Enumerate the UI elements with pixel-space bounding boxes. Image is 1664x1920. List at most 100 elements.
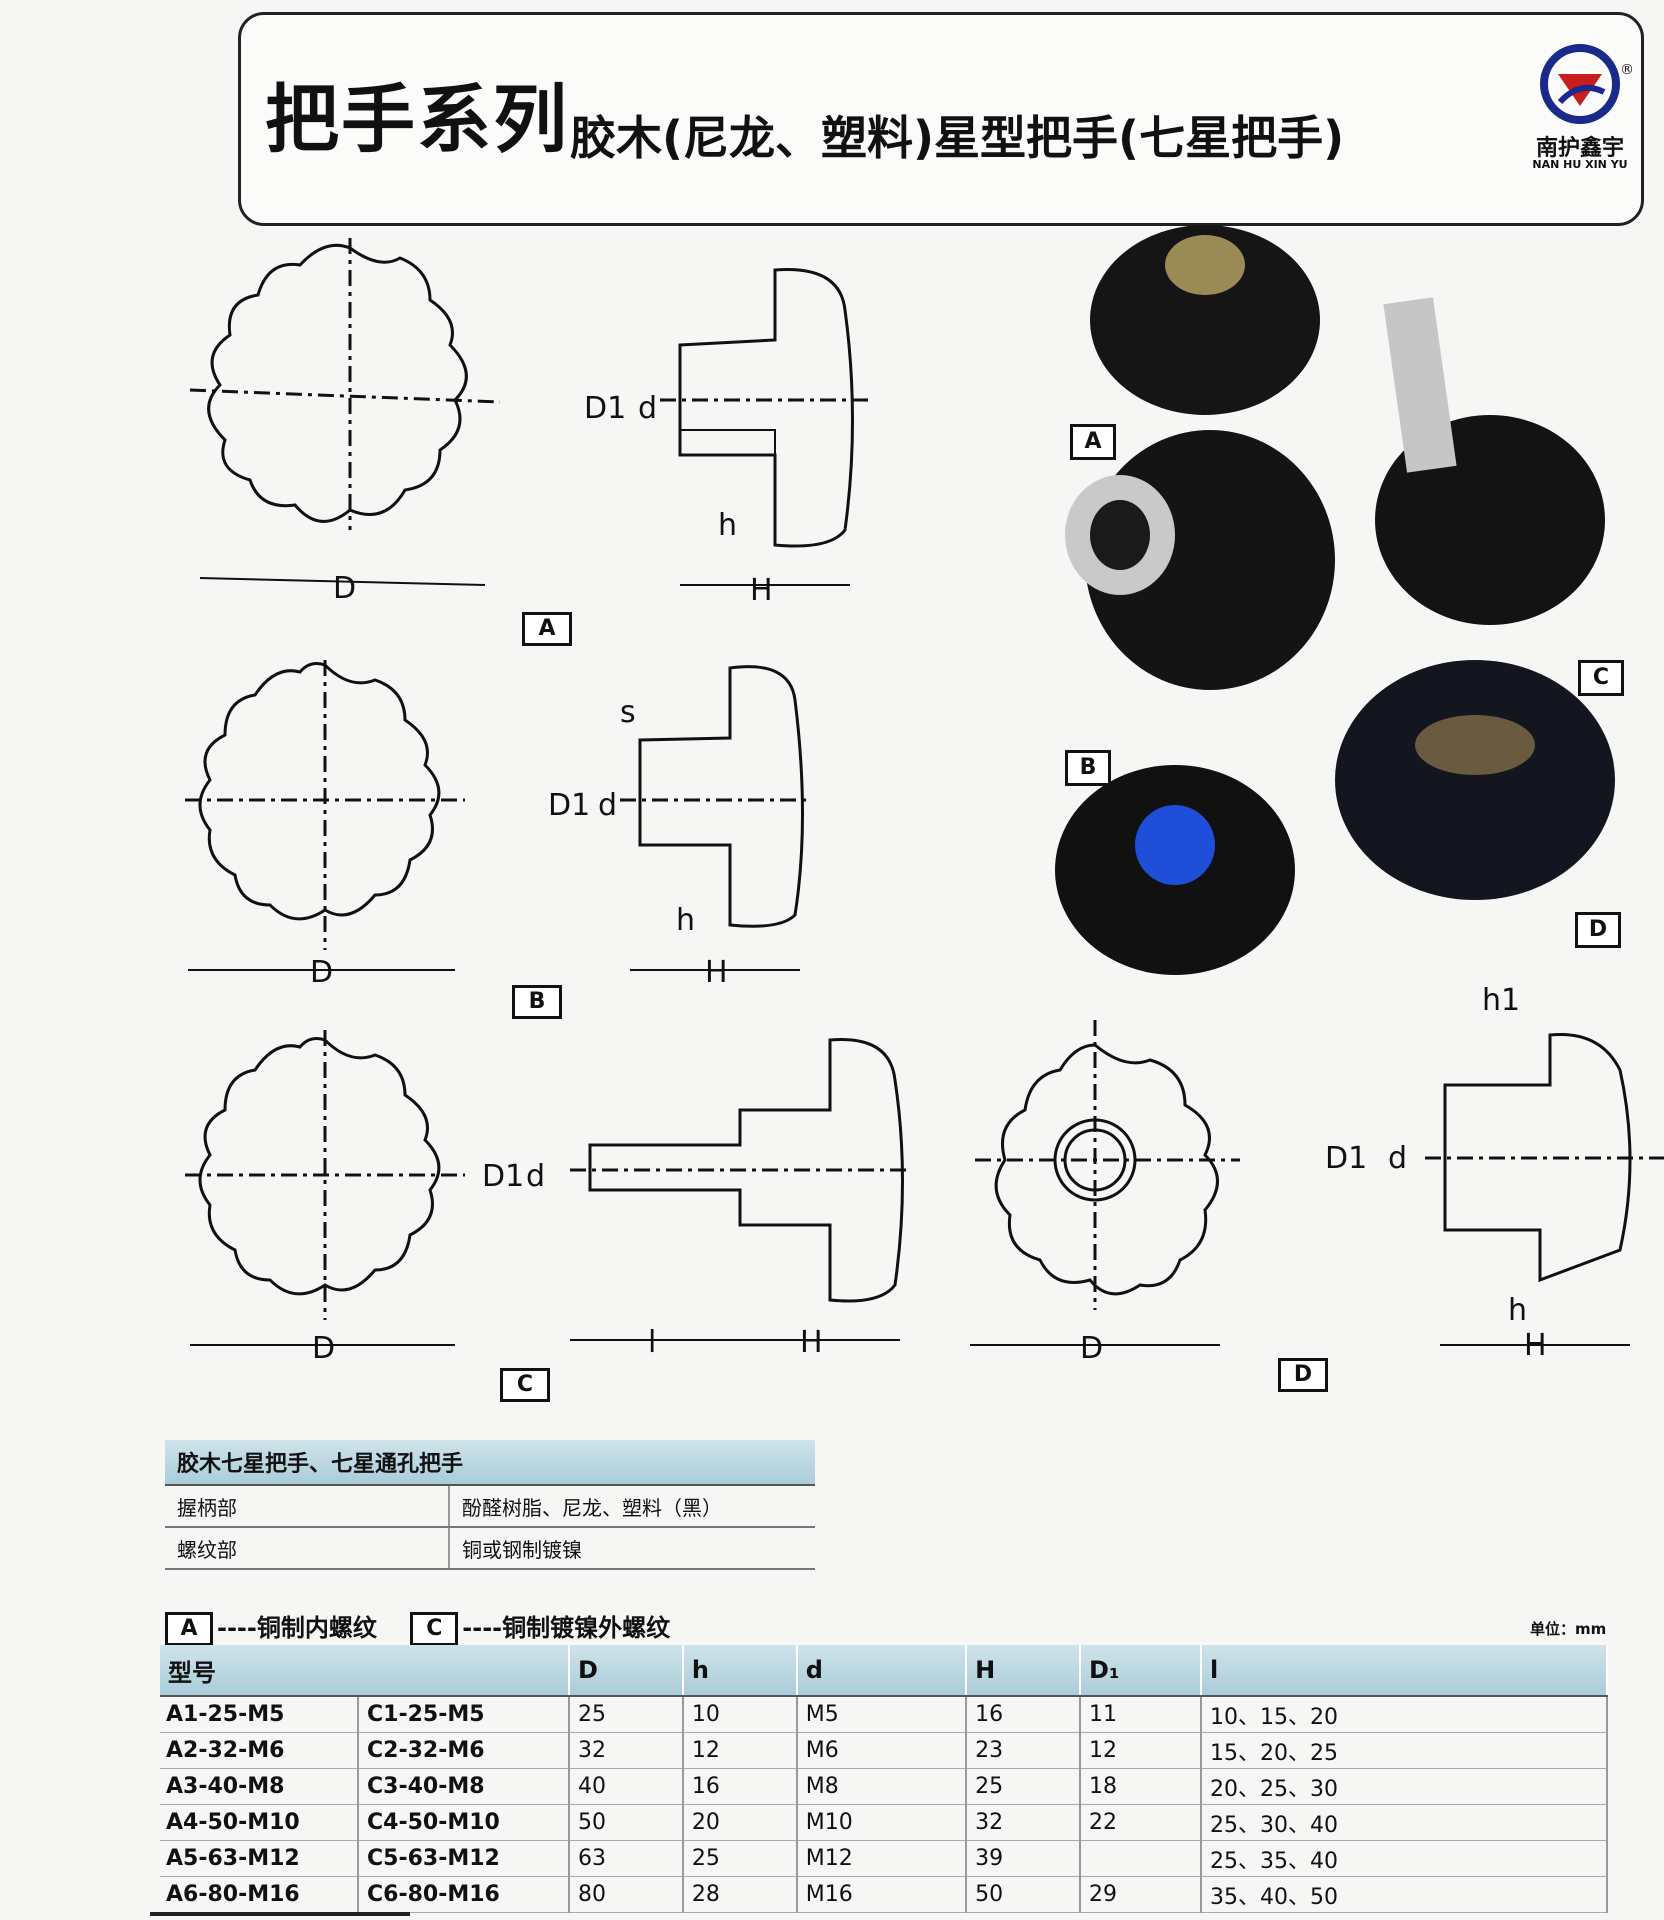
cell-h: 20 [682, 1804, 798, 1841]
drawing-tag-d: D [1278, 1358, 1328, 1392]
cell-d1: 12 [1080, 1732, 1203, 1769]
cell-h: 25 [966, 1768, 1082, 1805]
brand-logo-icon [1540, 44, 1620, 124]
legend-text-a: ----铜制内螺纹 [217, 1614, 377, 1642]
dim-label-sd-c: d [526, 1159, 545, 1194]
star-outline-b [198, 662, 441, 921]
cell-h: 25 [682, 1840, 798, 1877]
cell-l: 25、35、40 [1201, 1840, 1608, 1877]
dim-label-d1-a: D1 [584, 391, 626, 426]
cell-d: 40 [569, 1768, 684, 1805]
star-outline-a [207, 243, 468, 523]
legend-box-c: C [410, 1612, 459, 1646]
drawing-tag-a: A [522, 612, 572, 646]
header-frame [238, 12, 1644, 226]
page-title: 把手系列 [265, 77, 569, 163]
brand-name-cn: 南护鑫宇 [1535, 136, 1624, 161]
cell-a: A2-32-M6 [160, 1732, 359, 1769]
drawing-tag-b: B [512, 985, 562, 1019]
dim-label-h-a: H [750, 573, 773, 608]
dim-label-h-b: H [705, 955, 728, 990]
product-photos [1055, 225, 1615, 975]
material-part: 螺纹部 [165, 1527, 450, 1570]
cell-d: M16 [796, 1876, 968, 1913]
cell-c: C5-63-M12 [358, 1840, 570, 1877]
cell-l: 15、20、25 [1201, 1732, 1608, 1769]
star-outline-c [198, 1037, 441, 1296]
cell-c: C4-50-M10 [358, 1804, 570, 1841]
dim-label-small-h-b: h [676, 903, 695, 938]
cell-c: C3-40-M8 [358, 1768, 570, 1805]
cell-d: M8 [796, 1768, 968, 1805]
side-view-d [1443, 1032, 1632, 1283]
material-table: 胶木七星把手、七星通孔把手 握柄部 酚醛树脂、尼龙、塑料（黑） 螺纹部 铜或钢制… [165, 1440, 815, 1570]
dim-label-small-h-d: h [1508, 1293, 1527, 1328]
cell-l: 35、40、50 [1201, 1876, 1608, 1913]
dim-label-d1-c: D1 [482, 1159, 524, 1194]
dim-label-sd-b: d [598, 788, 617, 823]
cell-h: 32 [966, 1804, 1082, 1841]
material-row: 握柄部 酚醛树脂、尼龙、塑料（黑） [165, 1485, 815, 1528]
cell-h: 12 [682, 1732, 798, 1769]
cell-h: 39 [966, 1840, 1082, 1877]
col-header-l: l [1201, 1645, 1608, 1697]
side-view-a [678, 268, 854, 548]
side-view-c [588, 1038, 904, 1303]
cell-d: M5 [796, 1696, 968, 1733]
cell-a: A6-80-M16 [160, 1876, 359, 1913]
legend-text-c: ----铜制镀镍外螺纹 [462, 1614, 671, 1642]
col-header-model: 型号 [160, 1645, 570, 1697]
col-header-D1: D₁ [1080, 1645, 1203, 1697]
cell-d1 [1080, 1840, 1203, 1877]
cell-c: C1-25-M5 [358, 1696, 570, 1733]
cell-l: 10、15、20 [1201, 1696, 1608, 1733]
dim-label-sd-a: d [638, 391, 657, 426]
cell-d: 63 [569, 1840, 684, 1877]
dim-label-d-a: D [333, 571, 356, 606]
cell-h: 50 [966, 1876, 1082, 1913]
cell-l: 25、30、40 [1201, 1804, 1608, 1841]
material-value: 铜或钢制镀镍 [449, 1527, 815, 1570]
cell-d: 50 [569, 1804, 684, 1841]
material-table-title: 胶木七星把手、七星通孔把手 [165, 1440, 815, 1486]
photo-tag-a: A [1070, 424, 1116, 460]
dim-label-d-d: D [1080, 1331, 1103, 1366]
type-legend: A----铜制内螺纹 C----铜制镀镍外螺纹 [165, 1608, 670, 1646]
cell-l: 20、25、30 [1201, 1768, 1608, 1805]
dim-label-h1-d: h1 [1482, 983, 1520, 1018]
registered-mark: ® [1620, 62, 1634, 78]
material-value: 酚醛树脂、尼龙、塑料（黑） [449, 1485, 815, 1528]
side-view-b [638, 665, 804, 928]
dim-label-d-c: D [312, 1331, 335, 1366]
cell-d: 32 [569, 1732, 684, 1769]
technical-drawings: D H h d D1 D H h s d D1 D H l d D1 D H h… [185, 225, 1664, 1366]
cell-a: A3-40-M8 [160, 1768, 359, 1805]
material-row: 螺纹部 铜或钢制镀镍 [165, 1527, 815, 1570]
photo-tag-b: B [1065, 750, 1111, 786]
dim-label-d1-b: D1 [548, 788, 590, 823]
legend-box-a: A [165, 1612, 213, 1646]
cell-d: 80 [569, 1876, 684, 1913]
cell-h: 16 [966, 1696, 1082, 1733]
cell-c: C6-80-M16 [358, 1876, 570, 1913]
cell-d1: 18 [1080, 1768, 1203, 1805]
bottom-rule [150, 1912, 410, 1916]
drawing-tag-c: C [500, 1368, 550, 1402]
cell-h: 23 [966, 1732, 1082, 1769]
photo-tag-c: C [1578, 660, 1624, 696]
photo-tag-d: D [1575, 912, 1621, 948]
dim-label-h-d: H [1524, 1328, 1547, 1363]
dim-label-sd-d: d [1388, 1141, 1407, 1176]
cell-h: 16 [682, 1768, 798, 1805]
cell-h: 10 [682, 1696, 798, 1733]
cell-d: M6 [796, 1732, 968, 1769]
cell-d: 25 [569, 1696, 684, 1733]
cell-h: 28 [682, 1876, 798, 1913]
unit-label: 单位：mm [1530, 1620, 1607, 1638]
